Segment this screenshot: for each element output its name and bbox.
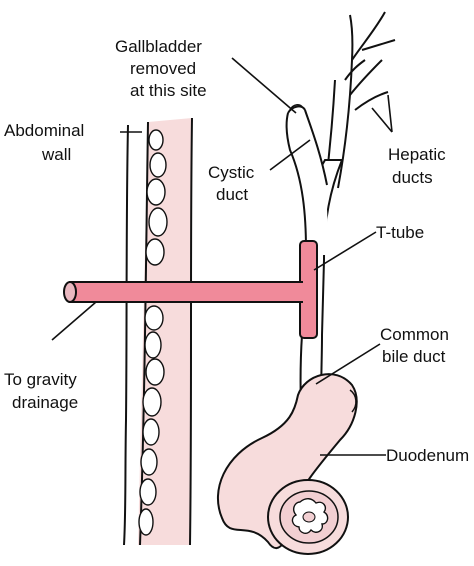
label-common-2: bile duct <box>382 347 446 366</box>
label-gravity-1: To gravity <box>4 370 77 389</box>
cystic-duct <box>285 104 328 255</box>
label-gallbladder-3: at this site <box>130 81 207 100</box>
label-hepatic-1: Hepatic <box>388 145 446 164</box>
label-cystic-1: Cystic <box>208 163 255 182</box>
label-gallbladder-2: removed <box>130 59 196 78</box>
duodenum <box>217 373 358 555</box>
label-abdominal-1: Abdominal <box>4 121 84 140</box>
label-cystic-2: duct <box>216 185 248 204</box>
fat-lobules <box>138 129 168 536</box>
leader-lines <box>51 57 393 456</box>
label-duodenum: Duodenum <box>386 446 469 465</box>
abdominal-wall <box>123 117 193 546</box>
label-gallbladder-1: Gallbladder <box>115 37 202 56</box>
label-common-1: Common <box>380 325 449 344</box>
label-abdominal-2: wall <box>41 145 71 164</box>
label-hepatic-2: ducts <box>392 168 433 187</box>
label-t-tube: T-tube <box>376 223 424 242</box>
label-gravity-2: drainage <box>12 393 78 412</box>
t-tube <box>63 240 318 339</box>
